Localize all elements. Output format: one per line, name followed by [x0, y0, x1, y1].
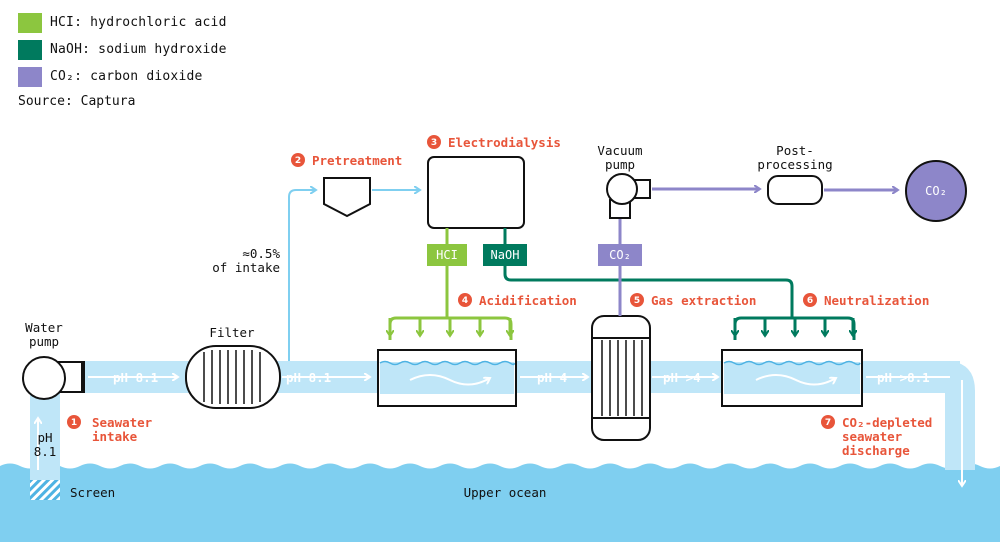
electrodialysis-icon — [427, 156, 525, 229]
step-6-number: 6 — [807, 296, 813, 306]
step-7-title-line2: seawater — [842, 429, 903, 444]
intake-share-line1: ≈0.5% — [242, 246, 280, 261]
legend-hcl-text: HCI: hydrochloric acid — [50, 15, 227, 30]
step-4-title: Acidification — [479, 293, 577, 308]
water-pump-icon — [22, 356, 85, 400]
discharge-pipe — [945, 361, 975, 470]
step-2-number: 2 — [295, 156, 301, 166]
acidification-tank — [377, 349, 517, 407]
ph-after-gas-extraction: pH >4 — [663, 370, 701, 385]
step-4-badge — [458, 293, 472, 307]
intake-share-line2: of intake — [212, 260, 280, 275]
post-processing-icon — [767, 175, 823, 205]
hcl-injectors — [390, 318, 510, 336]
filter-icon — [185, 345, 281, 409]
legend-naoh-text: NaOH: sodium hydroxide — [50, 42, 227, 57]
step-6-badge — [803, 293, 817, 307]
co2-product — [905, 160, 967, 222]
gas-extraction-column — [591, 315, 651, 441]
step-5-badge — [630, 293, 644, 307]
naoh-line — [503, 266, 794, 318]
step-4-number: 4 — [462, 296, 468, 306]
neutralization-tank — [721, 349, 863, 407]
step-badges — [67, 135, 835, 429]
step-7-title-line1: CO₂-depleted — [842, 415, 932, 430]
step-6-title: Neutralization — [824, 293, 929, 308]
co2-swatch — [18, 66, 42, 87]
co2-tag — [598, 244, 642, 266]
ph-intake-line1: pH — [37, 430, 52, 445]
step-5-title: Gas extraction — [651, 293, 756, 308]
post-processing-label-line1: Post- — [776, 143, 814, 158]
legend-co2-text: CO₂: carbon dioxide — [50, 69, 203, 84]
step-7-number: 7 — [825, 418, 831, 428]
ph-after-filter: pH 8.1 — [286, 370, 331, 385]
legend-item-naoh: NaOH: sodium hydroxide — [18, 36, 227, 63]
step-1-title-line1: Seawater — [92, 415, 153, 430]
naoh-swatch — [18, 39, 42, 60]
co2-tag-label: CO₂ — [609, 248, 631, 262]
hcl-tag — [427, 244, 467, 266]
step-5-number: 5 — [634, 296, 640, 306]
legend: HCI: hydrochloric acid NaOH: sodium hydr… — [18, 9, 227, 90]
ph-after-acidification: pH 4 — [537, 370, 567, 385]
step-7-title-line3: discharge — [842, 443, 910, 458]
naoh-injectors — [735, 318, 853, 336]
step-2-badge — [291, 153, 305, 167]
vacuum-pump-label-line2: pump — [605, 157, 635, 172]
legend-item-co2: CO₂: carbon dioxide — [18, 63, 227, 90]
naoh-tag-label: NaOH — [491, 248, 520, 262]
ph-intake-line2: 8.1 — [34, 444, 57, 459]
water-pump-label-line2: pump — [29, 334, 59, 349]
post-processing-label-line2: processing — [757, 157, 832, 172]
vacuum-pump-label-line1: Vacuum — [597, 143, 642, 158]
upper-ocean — [0, 463, 1000, 542]
step-1-badge — [67, 415, 81, 429]
step-1-title-line2: intake — [92, 429, 138, 444]
step-3-number: 3 — [431, 138, 437, 148]
water-pump-label-line1: Water — [25, 320, 63, 335]
side-stream-line — [288, 190, 316, 361]
naoh-tag — [483, 244, 527, 266]
legend-item-hcl: HCI: hydrochloric acid — [18, 9, 227, 36]
screen-label: Screen — [70, 485, 115, 500]
filter-label: Filter — [209, 325, 255, 340]
step-3-badge — [427, 135, 441, 149]
step-7-badge — [821, 415, 835, 429]
pretreatment-icon — [323, 177, 371, 218]
hcl-tag-label: HCI — [436, 248, 458, 262]
screen-icon — [30, 480, 60, 500]
source-note: Source: Captura — [18, 94, 136, 109]
step-3-title: Electrodialysis — [448, 135, 561, 150]
vacuum-pump-icon — [606, 173, 651, 219]
ph-after-pump: pH 8.1 — [113, 370, 158, 385]
upper-ocean-label: Upper ocean — [464, 485, 547, 500]
step-1-number: 1 — [71, 418, 77, 428]
step-2-title: Pretreatment — [312, 153, 402, 168]
co2-product-label: CO₂ — [925, 184, 947, 198]
ph-after-neutralization: pH >8.1 — [877, 370, 930, 385]
hcl-swatch — [18, 12, 42, 33]
